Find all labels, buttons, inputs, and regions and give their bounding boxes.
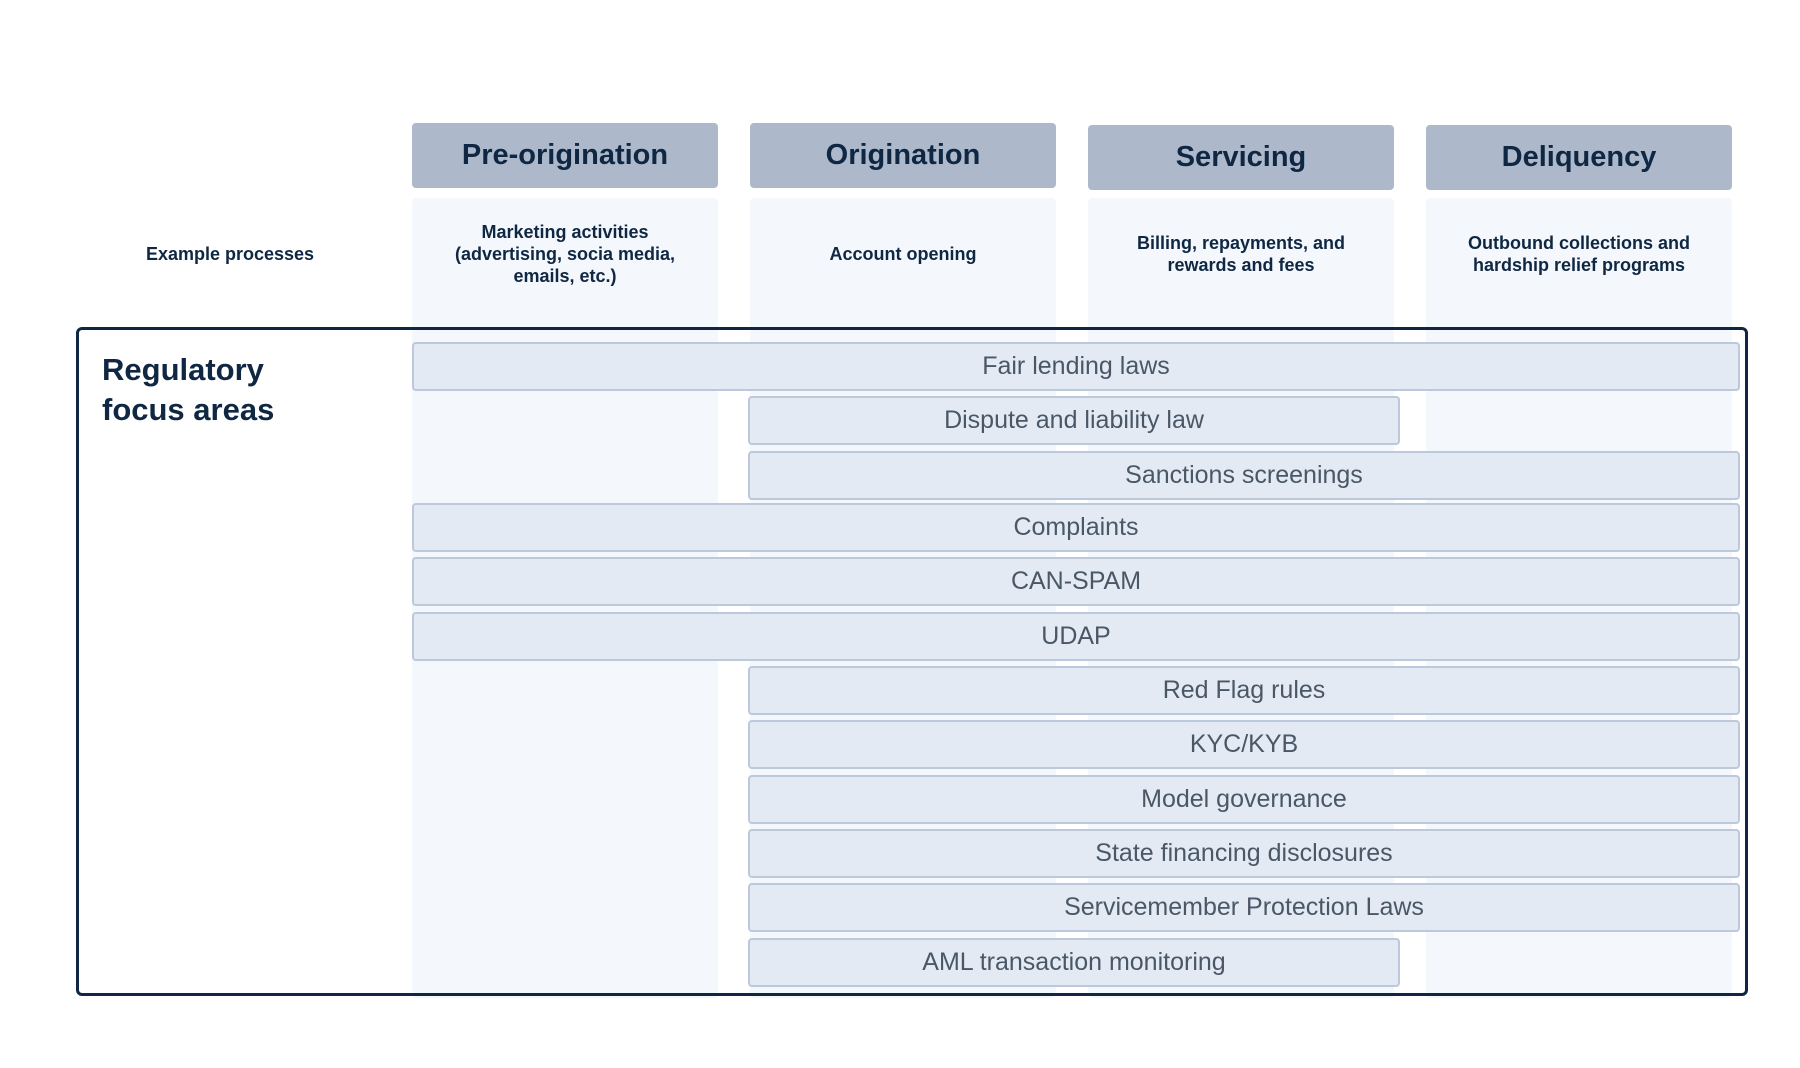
area-udap: UDAP <box>412 612 1740 661</box>
area-kyc-kyb: KYC/KYB <box>748 720 1740 769</box>
process-deliquency: Outbound collections and hardship relief… <box>1468 233 1690 275</box>
stage-header-servicing: Servicing <box>1088 125 1394 190</box>
area-aml-transaction-monitoring: AML transaction monitoring <box>748 938 1400 987</box>
area-complaints: Complaints <box>412 503 1740 552</box>
stage-header-pre-origination: Pre-origination <box>412 123 718 188</box>
area-state-financing-disclosures: State financing disclosures <box>748 829 1740 878</box>
area-fair-lending-laws: Fair lending laws <box>412 342 1740 391</box>
area-model-governance: Model governance <box>748 775 1740 824</box>
stage-header-deliquency: Deliquency <box>1426 125 1732 190</box>
area-can-spam: CAN-SPAM <box>412 557 1740 606</box>
stage-header-origination: Origination <box>750 123 1056 188</box>
area-red-flag-rules: Red Flag rules <box>748 666 1740 715</box>
regulatory-focus-frame <box>76 327 1748 996</box>
area-sanctions-screenings: Sanctions screenings <box>748 451 1740 500</box>
area-servicemember-protection-laws: Servicemember Protection Laws <box>748 883 1740 932</box>
process-servicing: Billing, repayments, and rewards and fee… <box>1136 233 1346 275</box>
process-origination: Account opening <box>829 244 977 264</box>
area-dispute-and-liability-law: Dispute and liability law <box>748 396 1400 445</box>
process-pre-origination: Marketing activities (advertising, socia… <box>454 222 676 286</box>
regulatory-focus-title: Regulatory focus areas <box>102 352 275 427</box>
example-processes-label: Example processes <box>145 244 315 264</box>
